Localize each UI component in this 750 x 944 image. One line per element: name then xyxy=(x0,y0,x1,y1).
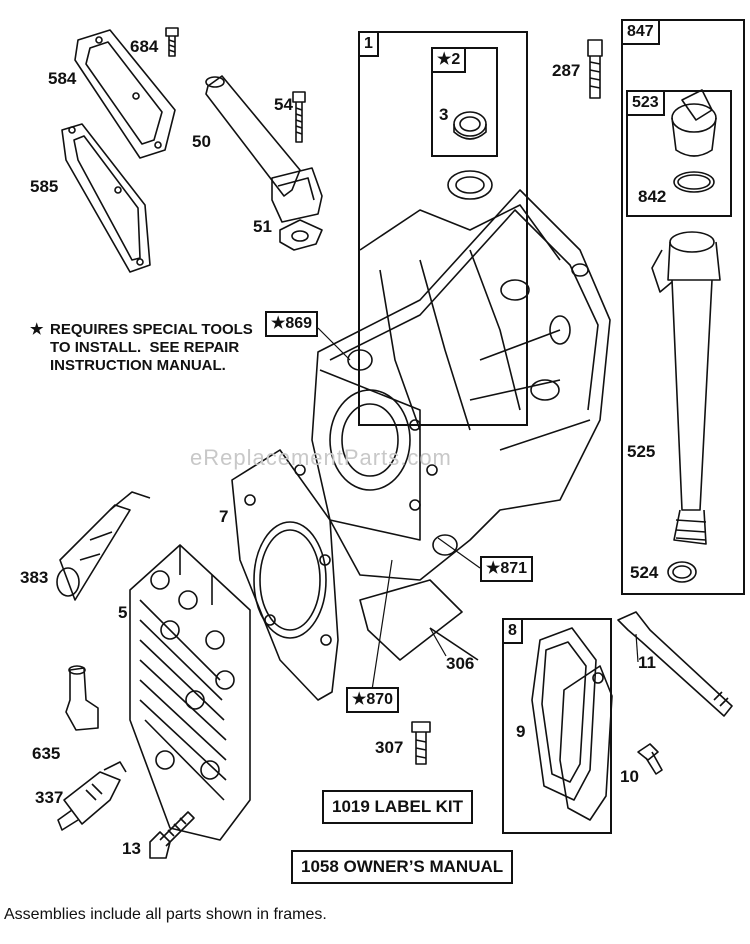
breather-tube-plate-584 xyxy=(74,29,176,159)
part-label-584: 584 xyxy=(48,69,77,88)
oil-seal-3 xyxy=(453,111,487,140)
part-label-11: 11 xyxy=(638,653,656,672)
cylinder-block-1 xyxy=(311,170,611,581)
part-label-5: 5 xyxy=(118,603,128,622)
part-label-525: 525 xyxy=(627,442,656,461)
plug-287 xyxy=(587,39,603,99)
plate-306 xyxy=(359,579,479,661)
frame-1 xyxy=(358,31,528,426)
gasket-585 xyxy=(61,123,151,273)
cylinder-head-5 xyxy=(129,544,251,841)
frame-847-label: 847 xyxy=(621,19,660,45)
part-label-307: 307 xyxy=(375,738,404,757)
part-label-635: 635 xyxy=(32,744,61,763)
screw-684 xyxy=(165,27,179,57)
screw-307 xyxy=(411,721,431,765)
breather-cover-51 xyxy=(271,167,323,251)
head-gasket-7 xyxy=(231,449,339,701)
part-label-524: 524 xyxy=(630,563,659,582)
part-label-585: 585 xyxy=(30,177,59,196)
dipstick-parts-847 xyxy=(651,89,721,583)
part-label-287: 287 xyxy=(552,61,581,80)
frame-847 xyxy=(621,19,745,595)
breather-assembly-8 xyxy=(531,627,613,821)
part-label-306: 306 xyxy=(446,654,475,673)
part-label-10: 10 xyxy=(620,767,639,786)
part-label-337: 337 xyxy=(35,788,64,807)
part-label-9: 9 xyxy=(516,722,526,741)
fitting-635 xyxy=(65,665,99,731)
frame-8-label: 8 xyxy=(502,618,523,644)
footer-note: Assemblies include all parts shown in fr… xyxy=(4,906,327,923)
part-label-383: 383 xyxy=(20,568,49,587)
part-label-842: 842 xyxy=(638,187,667,206)
pipe-11 xyxy=(617,611,733,717)
callout-871: ★871 xyxy=(480,556,534,582)
intake-pipe-383 xyxy=(56,491,151,601)
part-label-54: 54 xyxy=(274,95,293,114)
frame-1-label: 1 xyxy=(358,31,379,57)
special-tools-note: REQUIRES SPECIAL TOOLS TO INSTALL. SEE R… xyxy=(50,321,253,374)
label-kit-box: 1019 LABEL KIT xyxy=(322,790,474,824)
part-label-7: 7 xyxy=(219,507,229,526)
part-label-50: 50 xyxy=(192,132,211,151)
frame-8 xyxy=(502,618,612,834)
callout-869: ★869 xyxy=(265,311,319,337)
part-label-684: 684 xyxy=(130,37,159,56)
breather-tube-50 xyxy=(205,75,301,197)
special-tools-star: ★ xyxy=(30,321,44,338)
screw-10 xyxy=(637,743,663,775)
part-label-51: 51 xyxy=(253,217,272,236)
callout-870: ★870 xyxy=(346,687,400,713)
owners-manual-box: 1058 OWNER’S MANUAL xyxy=(291,850,514,884)
part-label-13: 13 xyxy=(122,839,141,858)
screw-54 xyxy=(292,91,306,143)
bolt-13 xyxy=(149,811,195,859)
frame-2-label: ★2 xyxy=(431,47,467,73)
part-label-3: 3 xyxy=(439,105,449,124)
spark-plug-337 xyxy=(57,761,127,831)
frame-523-label: 523 xyxy=(626,90,665,116)
watermark: eReplacementParts.com xyxy=(190,445,452,470)
frame-523 xyxy=(626,90,732,217)
